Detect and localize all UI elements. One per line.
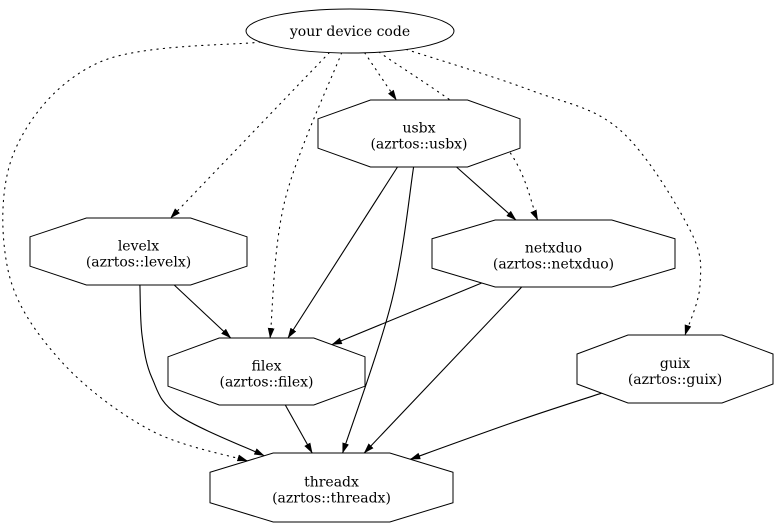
node-filex-label-line1: filex	[252, 359, 282, 375]
node-device-label-line1: your device code	[289, 24, 410, 40]
threadx-octagon-shape	[209, 452, 454, 523]
node-netxduo: netxduo(azrtos::netxduo)	[431, 219, 676, 288]
edge-usbx-filex	[287, 166, 398, 339]
node-guix-label-line2: (azrtos::guix)	[628, 372, 722, 388]
node-filex: filex(azrtos::filex)	[167, 337, 366, 406]
edge-device-netxduo	[378, 51, 539, 221]
edge-levelx-filex	[173, 284, 232, 339]
node-device: your device code	[245, 8, 455, 54]
edge-device-guix	[405, 48, 702, 336]
node-threadx-label-line2: (azrtos::threadx)	[272, 491, 391, 507]
node-guix-label-line1: guix	[660, 356, 690, 372]
node-netxduo-label-line2: (azrtos::netxduo)	[493, 257, 614, 273]
node-levelx-label-line2: (azrtos::levelx)	[86, 255, 191, 271]
node-levelx-label-line1: levelx	[118, 239, 159, 255]
edge-usbx-threadx	[342, 166, 415, 454]
node-guix: guix(azrtos::guix)	[576, 334, 774, 404]
edge-guix-threadx	[409, 392, 602, 460]
node-threadx: threadx(azrtos::threadx)	[209, 452, 454, 523]
edge-device-levelx	[170, 52, 330, 219]
levelx-octagon-shape	[29, 217, 248, 286]
edge-device-threadx	[2, 41, 261, 462]
edge-netxduo-threadx	[363, 286, 523, 454]
filex-octagon-shape	[167, 337, 366, 406]
node-filex-label-line2: (azrtos::filex)	[219, 375, 313, 391]
edge-device-filex	[267, 52, 343, 339]
edge-device-usbx	[364, 52, 397, 101]
guix-octagon-shape	[576, 334, 774, 404]
node-usbx-label-line2: (azrtos::usbx)	[370, 137, 467, 153]
node-usbx: usbx(azrtos::usbx)	[317, 99, 521, 168]
edge-levelx-threadx	[139, 284, 265, 457]
edge-usbx-netxduo	[456, 166, 517, 221]
node-usbx-label-line1: usbx	[402, 121, 435, 137]
usbx-octagon-shape	[317, 99, 521, 168]
node-threadx-label-line1: threadx	[304, 475, 359, 491]
node-netxduo-label-line1: netxduo	[525, 241, 582, 257]
node-levelx: levelx(azrtos::levelx)	[29, 217, 248, 286]
device-ellipse-shape	[245, 8, 455, 54]
edge-netxduo-filex	[331, 282, 482, 346]
netxduo-octagon-shape	[431, 219, 676, 288]
edge-filex-threadx	[284, 404, 313, 454]
